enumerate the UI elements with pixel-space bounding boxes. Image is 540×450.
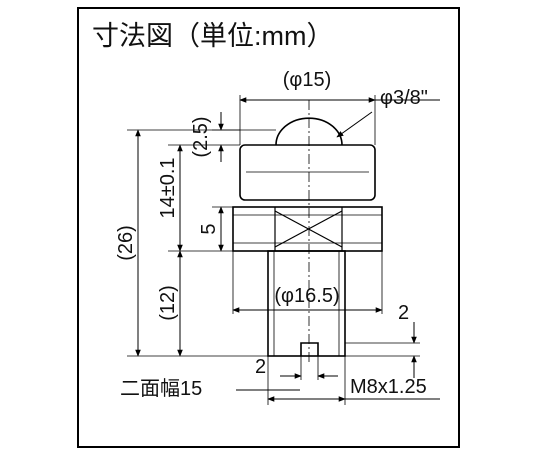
label-across-flats: 二面幅15 (120, 377, 202, 400)
drawing-frame (77, 7, 460, 448)
label-ball-size: φ3/8" (380, 87, 428, 109)
extension-lines (127, 95, 420, 405)
label-thread-length: (12) (157, 285, 179, 321)
label-slot-depth: 2 (398, 302, 409, 324)
top-cap (239, 144, 376, 201)
dimension-lines (135, 97, 440, 402)
ball-transfer-unit (232, 100, 383, 365)
screwdriver-slot (300, 342, 319, 356)
label-total-height: (26) (115, 225, 137, 261)
drawing-title: 寸法図（単位:mm） (92, 21, 333, 51)
label-slot-width: 2 (255, 356, 266, 378)
label-nut-height: 5 (198, 223, 220, 234)
label-thread: M8x1.25 (350, 376, 427, 398)
label-ball-protrusion: (2.5) (190, 116, 212, 157)
label-nut-dia: (φ16.5) (274, 285, 339, 307)
label-dia-top: (φ15) (283, 69, 332, 91)
thread-shank (267, 250, 346, 357)
label-body-height: 14±0.1 (157, 157, 179, 218)
